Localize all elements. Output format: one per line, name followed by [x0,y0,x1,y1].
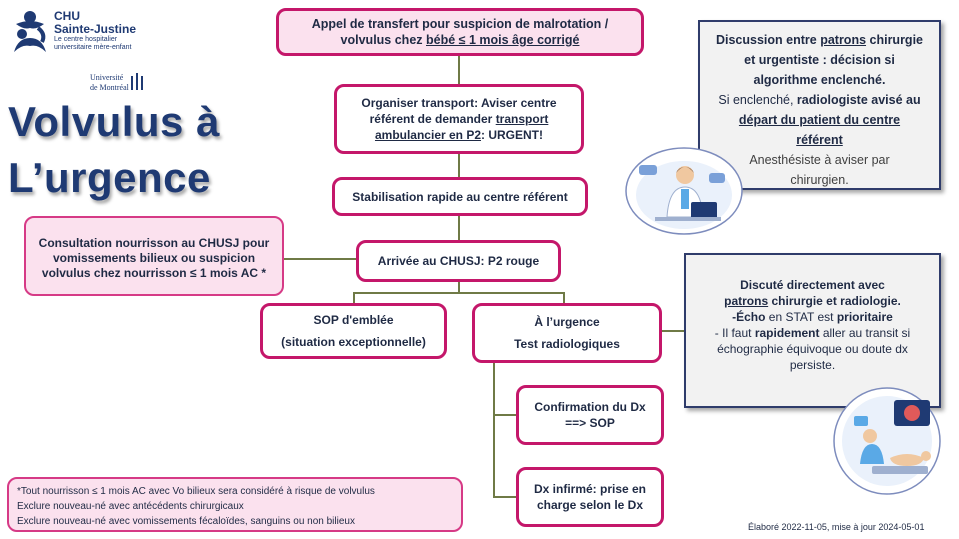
confirm-box: Confirmation du Dx ==> SOP [516,385,664,445]
confirm-line2: ==> SOP [565,416,615,430]
discute-line6: persiste. [789,358,836,372]
discussion-line6: référent [796,133,843,147]
discute-line1: Discuté directement avec [740,278,885,292]
connector-to-infirm [493,496,517,498]
discussion-line2: et urgentiste : décision si [744,53,895,67]
ultrasound-icon [833,387,941,495]
logo-name: Sainte-Justine [54,22,137,36]
logo-sub2: universitaire mère-enfant [54,44,132,51]
footnote-line1: *Tout nourrisson ≤ 1 mois AC avec Vo bil… [17,486,375,497]
er-box: À l’urgence Test radiologiques [472,303,662,363]
consult-line3: volvulus chez nourrisson ≤ 1 mois AC * [41,266,267,280]
page-title-line2: L’urgence [8,154,211,201]
connector-branch-horizontal [353,292,565,294]
udem-line2: de Montréal [90,83,129,92]
doctor-phone-illustration [625,147,743,235]
page-title-line1: Volvulus à [8,98,220,145]
transport-line3: ambulancier en P2: URGENT! [374,128,544,142]
er-line2: Test radiologiques [514,337,620,351]
stabilisation-box: Stabilisation rapide au centre référent [332,177,588,216]
connector-er-to-discute [662,330,684,332]
call-box: Appel de transfert pour suspicion de mal… [276,8,644,56]
discute-line5: échographie équivoque ou doute dx [717,342,908,356]
sop-line1: SOP d'emblée [313,313,394,327]
connector-arrival-down [458,281,460,293]
er-line1: À l’urgence [534,315,600,329]
discute-line3: -Écho en STAT est prioritaire [732,310,893,324]
discute-line4: - Il faut rapidement aller au transit si [714,326,911,340]
discussion-line8: chirurgien. [790,173,849,187]
credit-text: Élaboré 2022-11-05, mise à jour 2024-05-… [748,522,925,532]
connector-stab-arrival [458,215,460,241]
infirm-line1: Dx infirmé: prise en [533,482,647,496]
udem-logo-icon [131,73,143,90]
sop-line2: (situation exceptionnelle) [281,335,426,349]
transport-line1: Organiser transport: Aviser centre [361,96,557,110]
chu-logo-icon [14,11,46,52]
infirm-box: Dx infirmé: prise en charge selon le Dx [516,467,664,527]
discussion-line4: Si enclenché, radiologiste avisé au [718,93,921,107]
consult-box: Consultation nourrisson au CHUSJ pour vo… [24,216,284,296]
connector-to-confirm [493,414,517,416]
footnote-line3: Exclure nouveau-né avec vomissements féc… [17,516,355,527]
consult-line1: Consultation nourrisson au CHUSJ pour [38,236,270,250]
infirm-line2: charge selon le Dx [536,498,644,512]
discute-line2: patrons chirurgie et radiologie. [724,294,901,308]
discute-box: Discuté directement avec patrons chirurg… [684,253,941,408]
connector-to-sop [353,292,355,304]
call-line2: volvulus chez bébé ≤ 1 mois âge corrigé [340,33,580,47]
footnote-line2: Exclure nouveau-né avec antécédents chir… [17,501,244,512]
ultrasound-illustration [832,386,942,496]
transport-box: Organiser transport: Aviser centre référ… [334,84,584,154]
arrival-box: Arrivée au CHUSJ: P2 rouge [356,240,561,282]
call-line1: Appel de transfert pour suspicion de mal… [311,17,609,31]
logo-chu: CHU [54,9,80,23]
footnote-box: *Tout nourrisson ≤ 1 mois AC avec Vo bil… [7,477,463,532]
connector-transport-stab [458,152,460,178]
discussion-line3: algorithme enclenché. [753,73,886,87]
connector-to-er [563,292,565,304]
udem-line1: Université [90,73,124,82]
connector-er-vertical [493,362,495,498]
confirm-line1: Confirmation du Dx [534,400,646,414]
call-highlight: bébé ≤ 1 mois âge corrigé [426,33,580,47]
arrival-text: Arrivée au CHUSJ: P2 rouge [377,254,540,268]
transport-line2: référent de demander transport [369,112,549,126]
stabilisation-text: Stabilisation rapide au centre référent [352,189,568,204]
discussion-line7: Anesthésiste à aviser par [749,153,890,167]
discussion-line5: départ du patient du centre [738,113,901,127]
doctor-phone-icon [625,147,743,235]
sop-box: SOP d'emblée (situation exceptionnelle) [260,303,447,359]
chu-logo: CHU Sainte-Justine Le centre hospitalier… [6,6,146,94]
connector-call-transport [458,55,460,85]
connector-consult-arrival [283,258,357,260]
logo-sub1: Le centre hospitalier [54,36,118,43]
consult-line2: vomissements bilieux ou suspicion [52,251,256,265]
discussion-box: Discussion entre patrons chirurgie et ur… [698,20,941,190]
discussion-line1: Discussion entre patrons chirurgie [715,33,923,47]
